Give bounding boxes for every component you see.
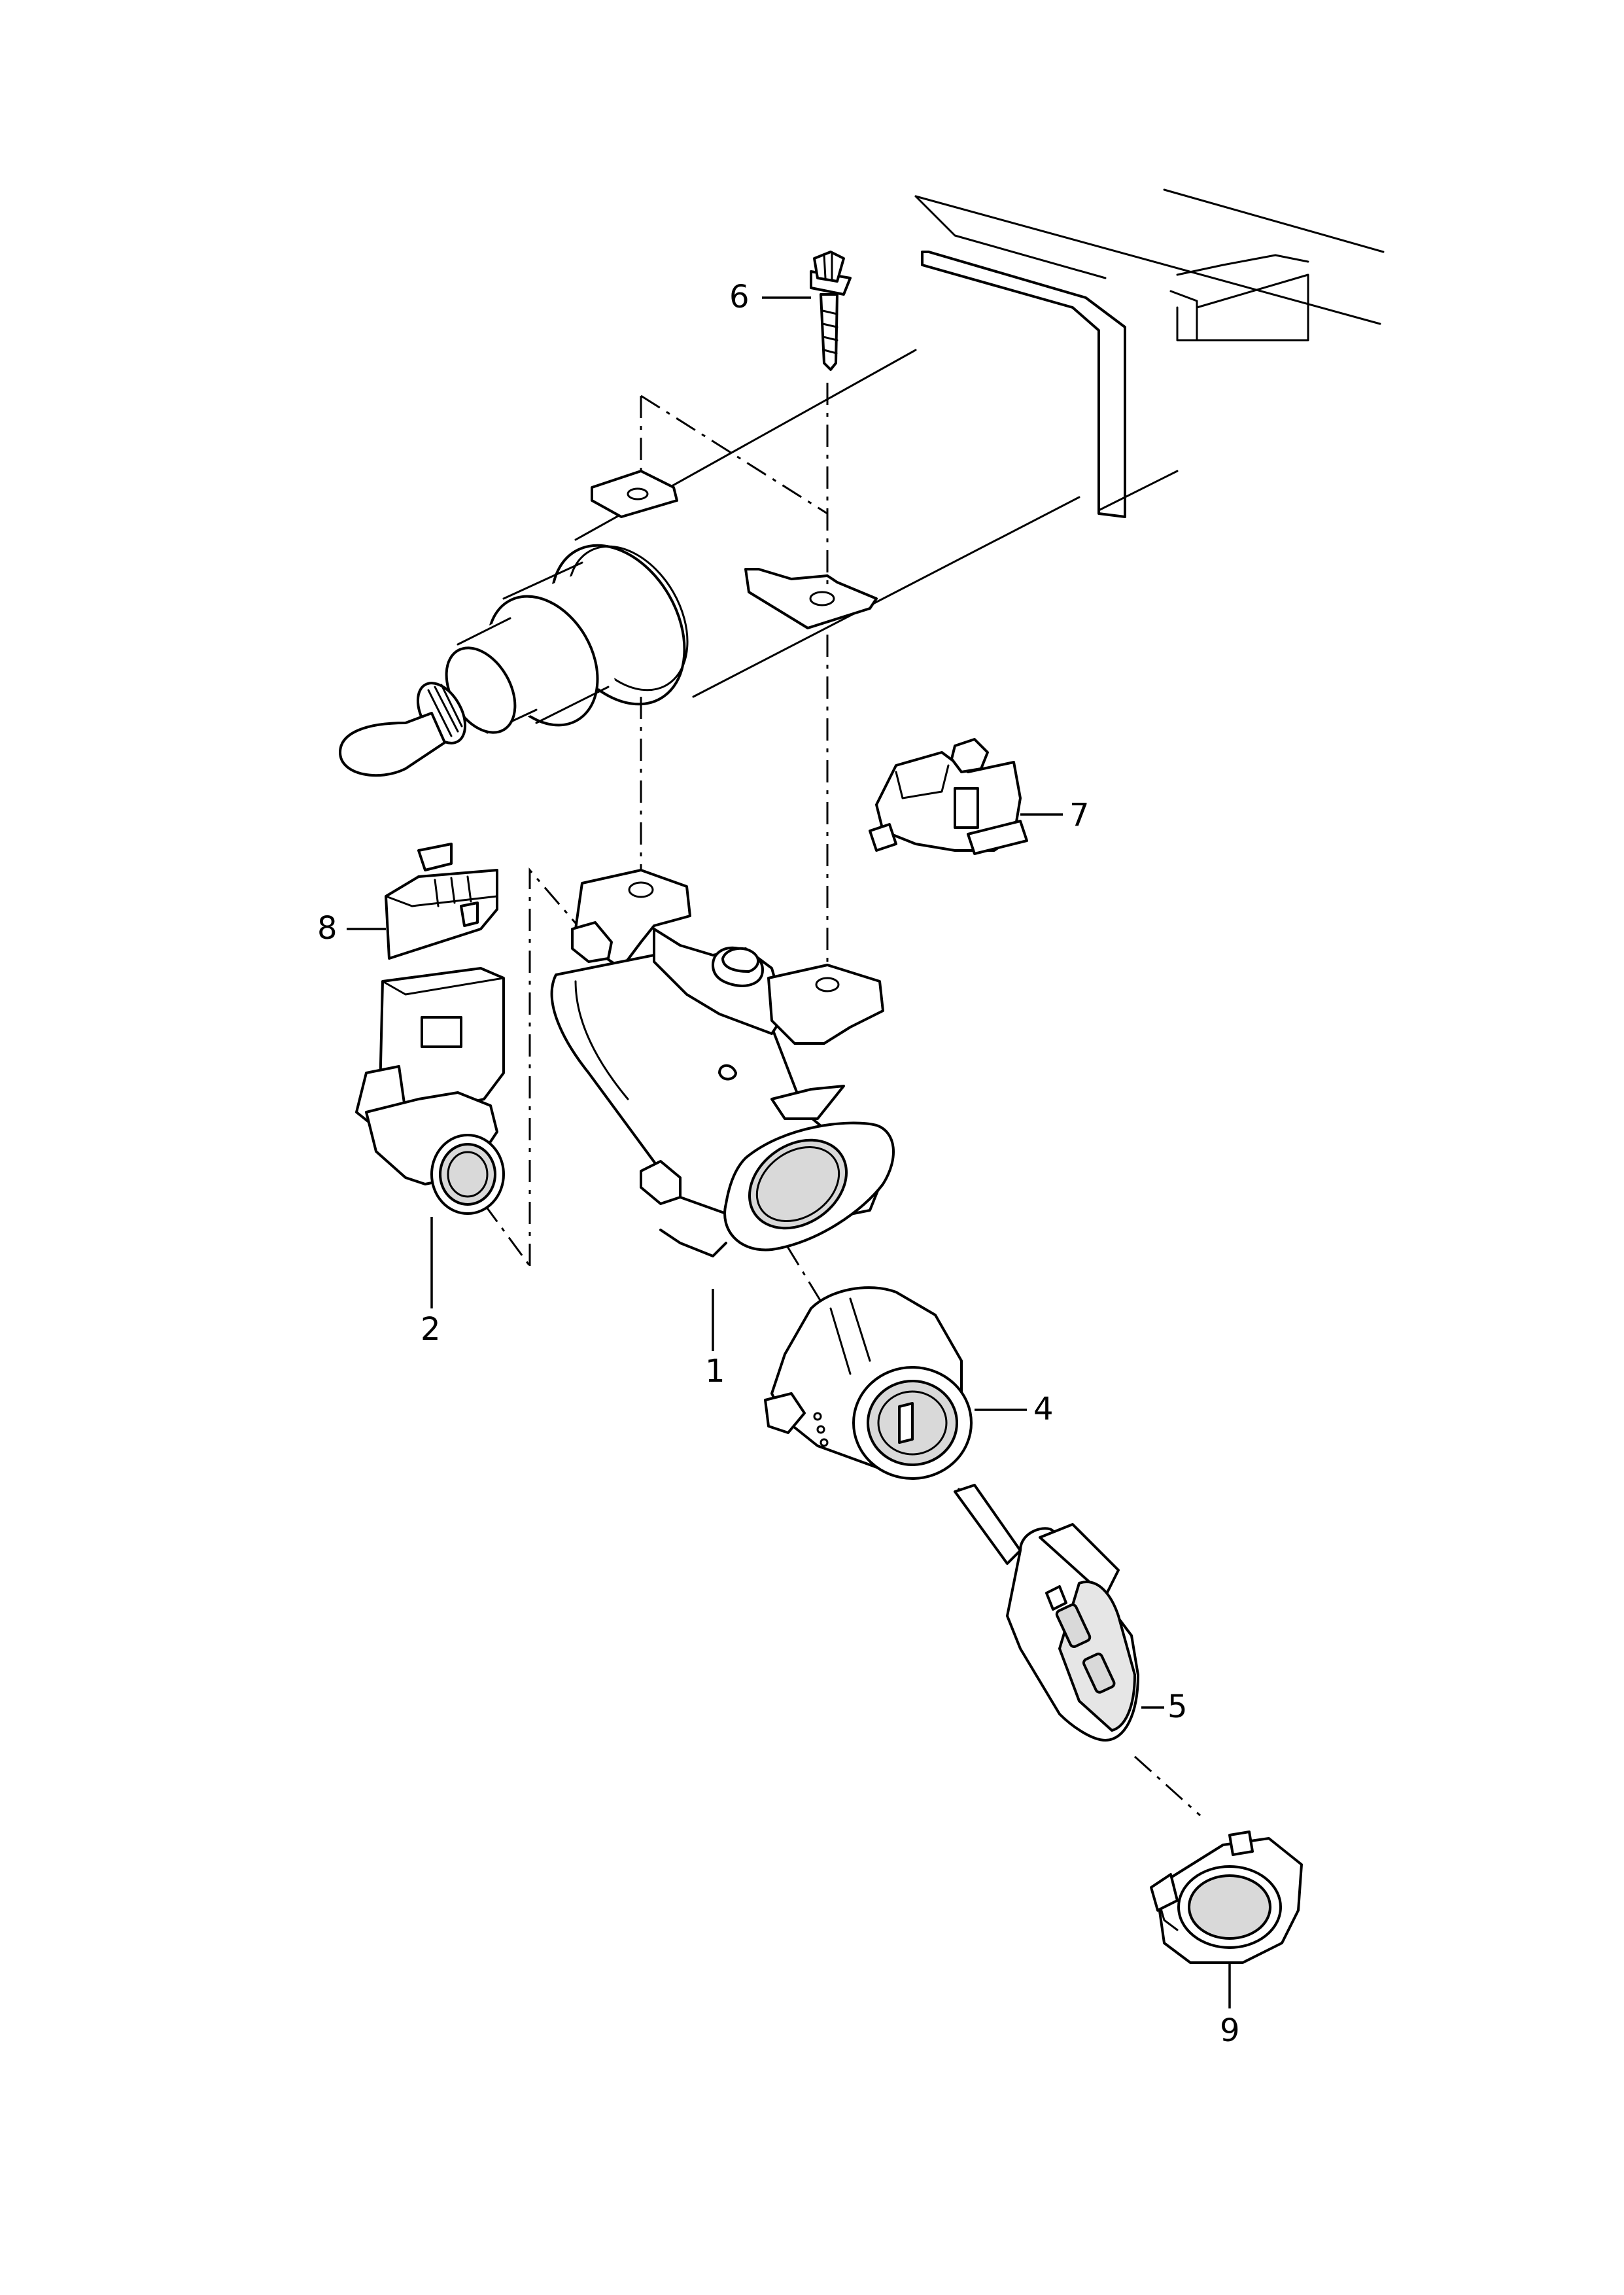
part-6-screw xyxy=(810,251,852,371)
callout-9: 9 xyxy=(1220,2012,1240,2049)
part-5-key xyxy=(954,1484,1139,1742)
callout-1: 1 xyxy=(705,1353,725,1390)
callout-6: 6 xyxy=(729,279,750,315)
steering-column xyxy=(339,349,1080,777)
part-4-lock-cylinder xyxy=(764,1286,973,1480)
cross-member-frame xyxy=(914,188,1385,518)
part-9-ring xyxy=(1150,1831,1303,1964)
part-2-ignition-switch xyxy=(355,967,505,1215)
callout-5: 5 xyxy=(1167,1689,1188,1725)
part-8-connector xyxy=(385,843,498,960)
callout-2: 2 xyxy=(421,1311,441,1348)
callout-7: 7 xyxy=(1069,797,1090,833)
leader-lines xyxy=(347,296,1231,2008)
part-1-lock-housing xyxy=(550,869,895,1257)
callout-4: 4 xyxy=(1033,1391,1054,1428)
callout-labels: 6 7 8 2 1 4 5 9 xyxy=(317,279,1240,2049)
part-7-switch xyxy=(869,738,1028,855)
callout-8: 8 xyxy=(317,910,337,947)
